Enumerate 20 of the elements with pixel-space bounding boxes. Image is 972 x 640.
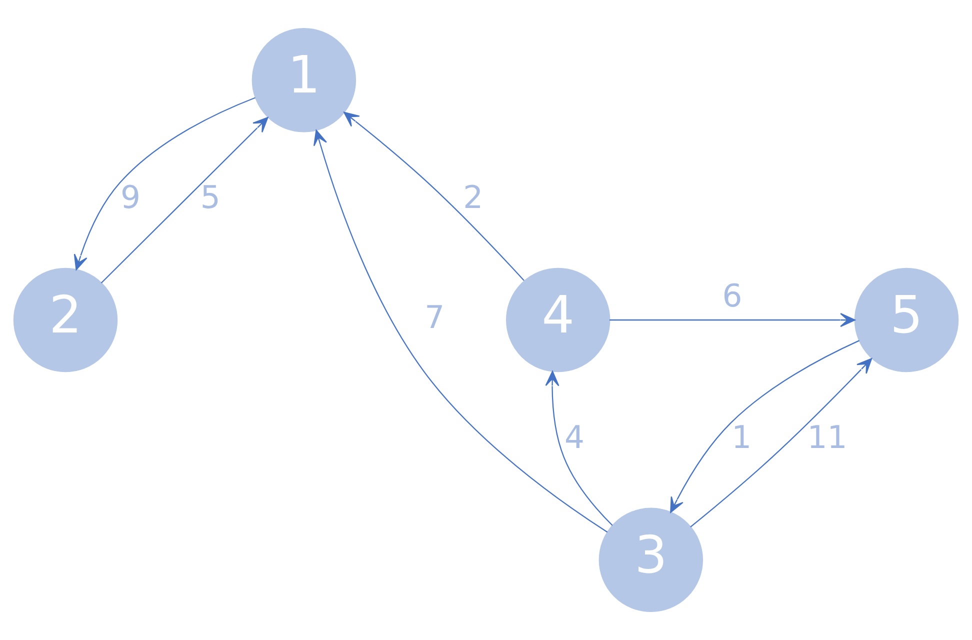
- arrow: [690, 358, 872, 528]
- arrow: [610, 313, 856, 327]
- edge-label: 7: [424, 300, 445, 336]
- node-circle: 3: [598, 508, 704, 612]
- node-circle: 5: [854, 268, 959, 372]
- edge-label: 2: [463, 180, 484, 216]
- edge-label: 5: [200, 180, 220, 216]
- edge-label: 1: [732, 420, 752, 456]
- edge-label: 4: [564, 420, 585, 456]
- node-circle: 4: [506, 268, 610, 372]
- arrow: [313, 130, 608, 533]
- arrow: [100, 116, 268, 284]
- edge-label: 6: [722, 278, 742, 315]
- edge-label: 11: [807, 420, 848, 456]
- arrow: [670, 340, 860, 513]
- arrow: [545, 370, 613, 526]
- arrow: [74, 97, 256, 270]
- edge-label: 9: [120, 180, 140, 216]
- node-circle: 2: [13, 268, 118, 372]
- arrow: [344, 112, 524, 281]
